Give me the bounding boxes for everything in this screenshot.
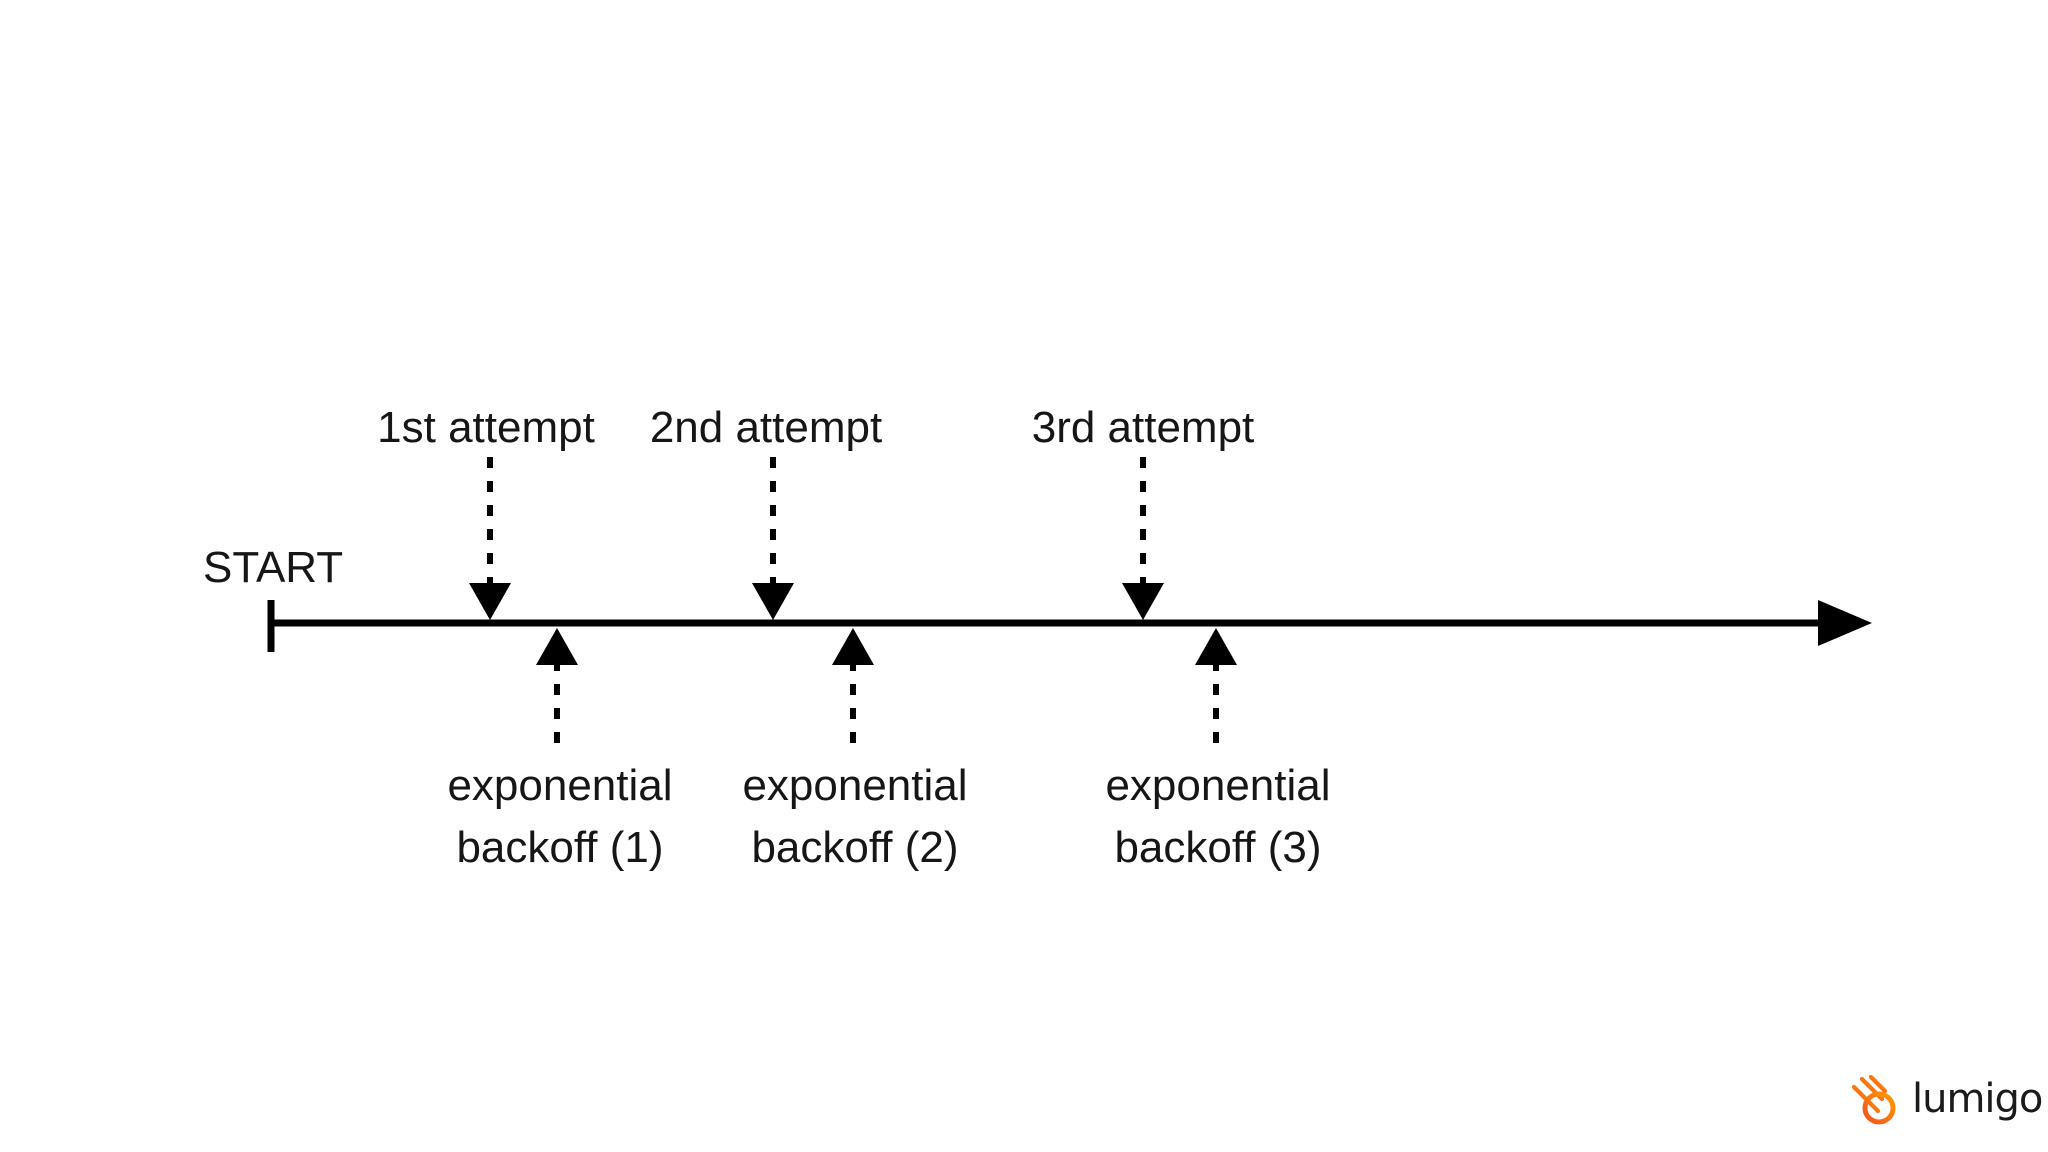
backoff-label-2-line1: exponential <box>742 761 967 810</box>
attempt-arrow-down-icon-1 <box>469 583 511 620</box>
lumigo-comet-icon <box>1852 1075 1896 1125</box>
attempt-label-3: 3rd attempt <box>1032 403 1255 452</box>
attempt-marker-1: 1st attempt <box>377 403 595 620</box>
backoff-label-3-line1: exponential <box>1105 761 1330 810</box>
attempt-label-1: 1st attempt <box>377 403 595 452</box>
backoff-marker-2: exponential backoff (2) <box>742 628 968 872</box>
attempt-label-2: 2nd attempt <box>650 403 882 452</box>
lumigo-logo: lumigo <box>1852 1070 2043 1132</box>
backoff-label-2-line2: backoff (2) <box>751 823 958 872</box>
backoff-label-1-line1: exponential <box>447 761 672 810</box>
backoff-marker-3: exponential backoff (3) <box>1105 628 1331 872</box>
attempt-arrow-down-icon-3 <box>1122 583 1164 620</box>
backoff-arrow-up-icon-1 <box>536 628 578 665</box>
backoff-marker-1: exponential backoff (1) <box>447 628 673 872</box>
timeline-axis-group <box>267 600 1872 652</box>
backoff-label-3-line2: backoff (3) <box>1114 823 1321 872</box>
backoff-label-1-line2: backoff (1) <box>456 823 663 872</box>
start-label: START <box>203 543 343 592</box>
lumigo-wordmark: lumigo <box>1912 1076 2043 1122</box>
backoff-arrow-up-icon-3 <box>1195 628 1237 665</box>
backoff-arrow-up-icon-2 <box>832 628 874 665</box>
attempt-arrow-down-icon-2 <box>752 583 794 620</box>
attempt-marker-2: 2nd attempt <box>650 403 882 620</box>
attempt-marker-3: 3rd attempt <box>1032 403 1255 620</box>
timeline-end-arrow-icon <box>1818 600 1872 646</box>
